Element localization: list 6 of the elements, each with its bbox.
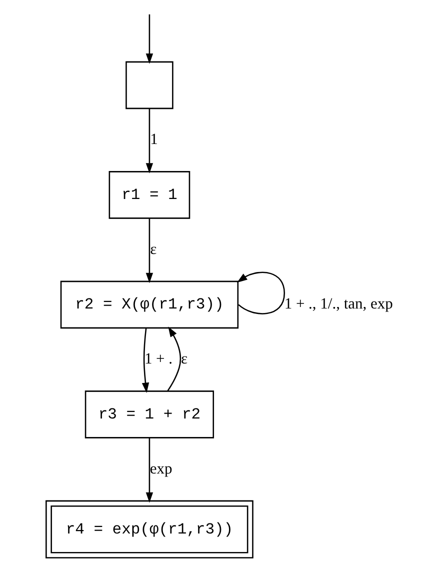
edge-label: ε [150, 240, 157, 258]
edge-label: 1 [150, 131, 158, 148]
edge-label: ε [181, 350, 188, 368]
edge-label: 1 + . [144, 350, 173, 368]
edge-label: 1 + ., 1/., tan, exp [284, 296, 393, 313]
edge-label: exp [150, 460, 172, 478]
